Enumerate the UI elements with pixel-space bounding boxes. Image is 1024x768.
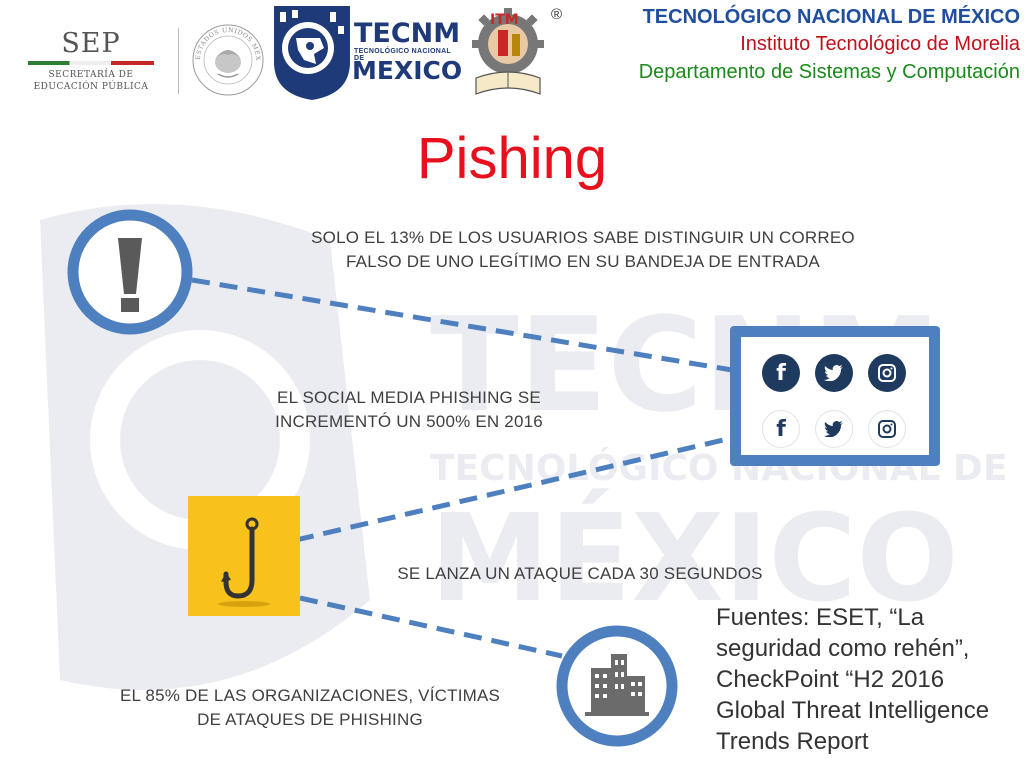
twitter-icon [815,410,853,448]
connector-hook-building [299,595,563,659]
slide-header: SEP SECRETARÍA DE EDUCACIÓN PÚBLICA ESTA… [0,0,1024,104]
header-text-block: TECNOLÓGICO NACIONAL DE MÉXICO Instituto… [639,4,1020,86]
tecnm-logo-subtitle: TECNOLÓGICO NACIONAL DE [354,48,451,62]
sep-logo-word: SEP [61,28,121,59]
itm-logo: ITM [472,8,544,95]
mexican-seal-logo: ESTADOS UNIDOS MEXICANOS [190,22,264,96]
connector-hook-social [295,435,733,543]
connector-alert-social [191,277,733,373]
sources-line-1: Fuentes: ESET, “La [716,604,925,631]
instagram-icon [868,354,906,392]
sep-logo-subtitle-1: SECRETARÍA DE [48,70,134,80]
tecnm-logo-mexico: MEXICO [352,56,463,85]
stat-organizations-victims-line-2: DE ATAQUES DE PHISHING [197,710,423,729]
stat-attack-frequency: SE LANZA UN ATAQUE CADA 30 SEGUNDOS [350,562,810,586]
itm-logo-letters: ITM [490,12,519,28]
sources-text: Fuentes: ESET, “La seguridad como rehén”… [716,602,1022,757]
facebook-icon: f [762,354,800,392]
stat-attack-frequency-line-1: SE LANZA UN ATAQUE CADA 30 SEGUNDOS [397,564,763,583]
stat-users-distinguish-line-1: SOLO EL 13% DE LOS USUARIOS SABE DISTING… [311,228,855,247]
header-divider [178,28,179,94]
stat-social-media-phishing-line-1: EL SOCIAL MEDIA PHISHING SE [277,388,541,407]
sources-line-5: Trends Report [716,728,869,755]
facebook-icon: f [762,410,800,448]
department-name: Departamento de Sistemas y Computación [638,61,1020,83]
instagram-icon [868,410,906,448]
sources-line-4: Global Threat Intelligence [716,697,990,724]
stat-users-distinguish-line-2: FALSO DE UNO LEGÍTIMO EN SU BANDEJA DE E… [346,252,820,271]
slide-title: Pishing [416,126,608,191]
tecnm-emblem-icon [274,6,350,100]
sources-line-3: CheckPoint “H2 2016 [716,666,945,693]
sep-logo-bar [28,61,154,65]
stat-organizations-victims: EL 85% DE LAS ORGANIZACIONES, VÍCTIMAS D… [70,684,550,732]
watermark-word-3: MÉXICO [430,489,959,629]
sources-line-2: seguridad como rehén”, [716,635,970,662]
institute-name: Instituto Tecnológico de Morelia [740,33,1020,55]
fishing-hook-icon [218,517,270,607]
building-icon [556,625,678,747]
stat-organizations-victims-line-1: EL 85% DE LAS ORGANIZACIONES, VÍCTIMAS [119,686,501,705]
sep-logo-subtitle-2: EDUCACIÓN PÚBLICA [33,82,149,92]
registered-mark: ® [551,6,563,23]
twitter-icon [815,354,853,392]
exclamation-icon [67,209,193,335]
social-media-panel: f f [730,326,940,466]
tecnm-logo: TECNM TECNOLÓGICO NACIONAL DE MEXICO [270,0,462,104]
hook-tile [188,496,300,616]
organization-name: TECNOLÓGICO NACIONAL DE MÉXICO [642,6,1020,28]
sep-logo: SEP SECRETARÍA DE EDUCACIÓN PÚBLICA [22,26,160,94]
stat-social-media-phishing-line-2: INCREMENTÓ UN 500% EN 2016 [275,412,543,431]
tecnm-logo-word: TECNM [354,18,461,49]
stat-social-media-phishing: EL SOCIAL MEDIA PHISHING SE INCREMENTÓ U… [234,386,584,434]
stat-users-distinguish: SOLO EL 13% DE LOS USUARIOS SABE DISTING… [248,226,918,274]
